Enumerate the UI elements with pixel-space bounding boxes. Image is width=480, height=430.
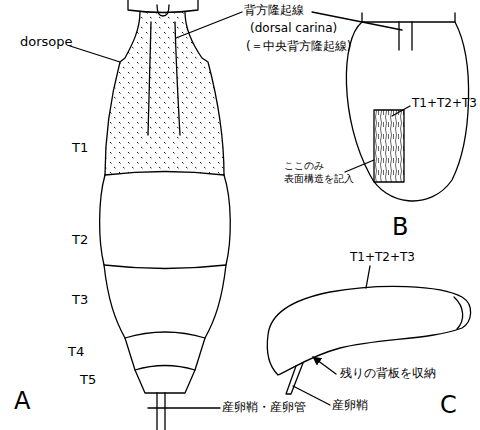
leader-line bbox=[366, 266, 370, 288]
part-label: 産卵鞘・産卵管 bbox=[222, 400, 306, 415]
part-label: 背方隆起線 bbox=[244, 3, 304, 18]
leader-line bbox=[176, 12, 242, 38]
note-label: 残りの背板を収納 bbox=[340, 366, 436, 381]
segment-border-t3-t4 bbox=[125, 332, 205, 338]
note-label: ここのみ 表面構造を記入 bbox=[284, 160, 369, 185]
part-label: T1+T2+T3 bbox=[350, 250, 415, 265]
segment-label: T2 bbox=[72, 232, 88, 248]
part-label: 産卵鞘 bbox=[332, 398, 368, 413]
panel-letter: B bbox=[392, 212, 408, 242]
dorsal-carina bbox=[399, 22, 412, 50]
leader-line bbox=[392, 106, 410, 116]
propodeum-end bbox=[128, 0, 198, 13]
t1-stipple bbox=[100, 10, 230, 180]
part-label: T1+T2+T3 bbox=[412, 96, 477, 111]
part-label: (＝中央背方隆起線) bbox=[246, 39, 351, 54]
tergite-1 bbox=[105, 12, 224, 175]
pointer-arrow bbox=[313, 357, 336, 374]
fused-tergite-lateral bbox=[267, 286, 470, 375]
leader-line bbox=[345, 160, 374, 172]
panel-letter: A bbox=[14, 386, 30, 416]
segment-label: T5 bbox=[80, 372, 96, 388]
ovipositor bbox=[157, 393, 165, 430]
panel-letter: C bbox=[440, 390, 457, 420]
segment-border-t4-t5 bbox=[135, 366, 195, 371]
segment-label: T1 bbox=[72, 140, 88, 156]
surface-texture-box bbox=[374, 110, 404, 182]
segment-label: T4 bbox=[68, 344, 84, 360]
leader-line bbox=[148, 407, 220, 408]
dorsal-carina bbox=[148, 22, 180, 135]
petiole-stub bbox=[362, 13, 455, 22]
leader-line bbox=[70, 46, 120, 62]
tergite-rim bbox=[454, 297, 463, 329]
gaster-outline bbox=[100, 175, 231, 393]
fused-tergite-dorsal bbox=[346, 22, 468, 201]
part-label: (dorsal carina) bbox=[250, 21, 337, 36]
part-label: dorsope bbox=[20, 34, 73, 50]
segment-border-t2-t3 bbox=[104, 265, 226, 269]
segment-border-t1-t2 bbox=[105, 172, 224, 176]
segment-label: T3 bbox=[72, 292, 88, 308]
